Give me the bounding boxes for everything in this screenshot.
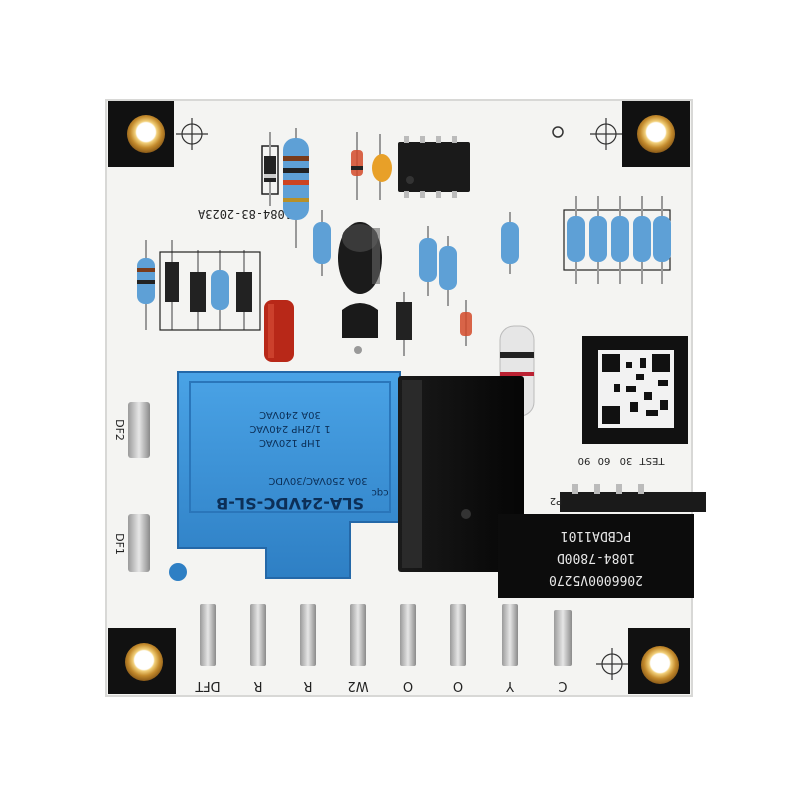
svg-text:2066000V5270: 2066000V5270: [549, 572, 643, 587]
mounting-hole-bottom-left: [108, 628, 176, 694]
relay-rating2-text: 30A 240VAC: [259, 409, 321, 420]
terminal-o2: [450, 604, 466, 666]
resistor-group-middle: [313, 210, 519, 356]
relay-hp2-text: 1 1/2HP 240VAC: [249, 423, 330, 434]
svg-text:O: O: [403, 678, 413, 693]
mounting-hole-bottom-right: [628, 628, 690, 694]
film-capacitor-red: [264, 300, 294, 362]
spade-terminal-df1: DF1: [113, 514, 150, 572]
svg-text:PCBDA1101: PCBDA1101: [561, 528, 631, 543]
svg-text:O: O: [453, 678, 463, 693]
relay-model-text: SLA-24VDC-SL-B: [216, 494, 364, 513]
fiducial-marks: [176, 118, 628, 680]
terminal-o1: [400, 604, 416, 666]
terminal-c: [554, 610, 572, 666]
terminal-r1: [250, 604, 266, 666]
qr-code: [582, 336, 688, 444]
connector-p2: P2 90 60 30 TEST: [550, 455, 706, 512]
svg-text:C: C: [558, 678, 567, 693]
terminal-y: [502, 604, 518, 666]
diode-top: [261, 132, 279, 206]
pcb-label-block: PCBDA1101 1084-7800D 2066000V5270: [498, 514, 694, 598]
ic-chip: [398, 136, 470, 198]
svg-text:P2: P2: [550, 495, 562, 506]
electrolytic-capacitor: [338, 222, 382, 294]
svg-text:90: 90: [578, 455, 591, 466]
mounting-hole-top-left: [108, 101, 174, 167]
relay-hp-text: 1HP 120VAC: [259, 437, 321, 448]
resistor-large: [283, 128, 309, 248]
component-cluster-left: [137, 240, 261, 331]
relay-mark-text: cqc: [371, 487, 388, 498]
spade-terminal-df2: DF2: [113, 402, 150, 458]
glass-diode: [351, 132, 363, 200]
terminal-w2: [350, 604, 366, 666]
part-number-label: 1084-83-2023A: [197, 207, 292, 221]
svg-text:DF1: DF1: [113, 533, 126, 555]
svg-text:R: R: [303, 678, 312, 693]
svg-text:60: 60: [598, 455, 611, 466]
terminal-row: [200, 604, 572, 666]
blue-relay: SLA-24VDC-SL-B 30A 250VAC/30VDC cqc 1HP …: [169, 371, 401, 581]
svg-text:DF2: DF2: [113, 419, 126, 441]
ceramic-capacitor: [372, 134, 392, 200]
svg-text:30: 30: [620, 455, 633, 466]
transistor: [342, 303, 378, 354]
terminal-labels: DFT R R W2 O O Y C: [195, 678, 567, 693]
mounting-hole-top-right: [622, 101, 690, 167]
relay-rating-text: 30A 250VAC/30VDC: [268, 475, 367, 486]
black-relay: [398, 376, 524, 572]
resistor-bank-right: [563, 196, 671, 284]
svg-text:DFT: DFT: [195, 678, 220, 693]
terminal-dft: [200, 604, 216, 666]
board-marker-dot: [552, 126, 564, 138]
svg-text:TEST: TEST: [639, 455, 666, 466]
terminal-r2: [300, 604, 316, 666]
svg-text:R: R: [253, 678, 262, 693]
svg-text:W2: W2: [347, 678, 368, 693]
svg-text:1084-7800D: 1084-7800D: [557, 550, 635, 565]
svg-text:Y: Y: [506, 678, 515, 693]
